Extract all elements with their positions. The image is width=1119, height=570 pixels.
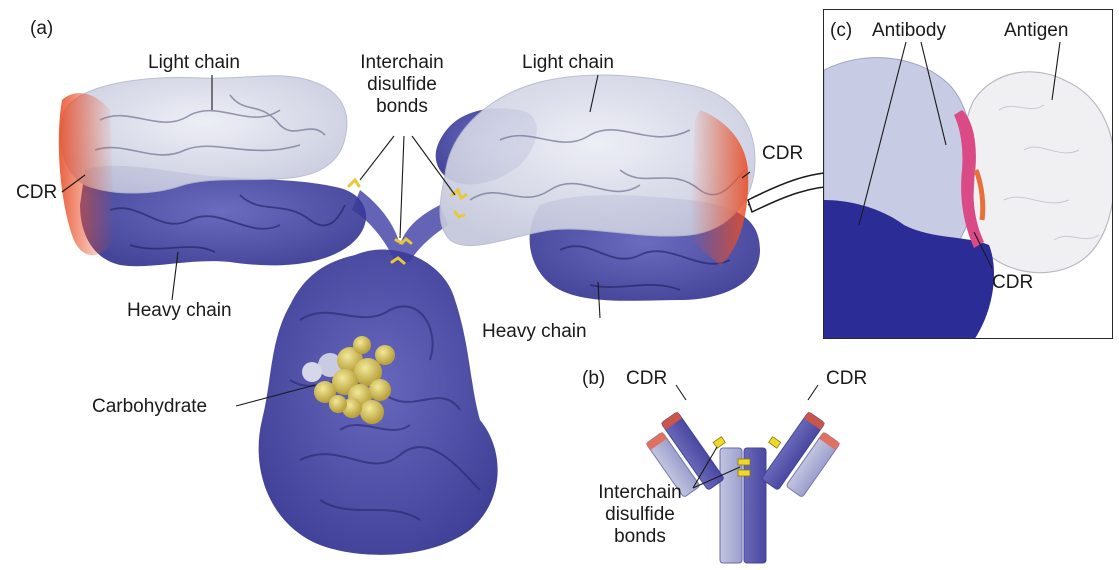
light-chain-left-label: Light chain xyxy=(148,52,240,73)
heavy-chain-right-label: Heavy chain xyxy=(482,321,587,342)
panel-b-schematic xyxy=(645,411,841,564)
antibody-label: Antibody xyxy=(872,20,946,41)
panel-c-tag: (c) xyxy=(830,20,853,41)
schematic-heavy-stem-right xyxy=(743,447,767,564)
cdr-interface xyxy=(954,110,984,248)
schematic-disulfide-right xyxy=(768,436,782,449)
panel-c-box: (c) Antibody Antigen CDR xyxy=(823,9,1113,339)
cdr-left-label: CDR xyxy=(16,182,58,203)
light-chain-right-label: Light chain xyxy=(522,52,614,73)
panel-a-structure xyxy=(58,74,760,555)
panel-c-cdr-label: CDR xyxy=(992,272,1034,293)
panel-c-leaders xyxy=(858,41,1061,269)
antigen-surface xyxy=(961,71,1112,274)
heavy-chain-left-label: Heavy chain xyxy=(127,300,232,321)
panel-c-surface xyxy=(824,10,1112,338)
panel-a-tag: (a) xyxy=(30,18,54,39)
schematic-heavy-stem-left xyxy=(719,447,743,564)
schematic-left-heavy-cdr xyxy=(661,411,683,430)
disulfide-label-a: Interchain disulfide bonds xyxy=(352,52,452,118)
carbohydrate-label: Carbohydrate xyxy=(92,396,208,417)
disulfide-b-line-3: bonds xyxy=(614,526,666,547)
disulfide-a-line-2: disulfide xyxy=(367,74,437,95)
left-cdr-region xyxy=(58,93,115,256)
schematic-right-heavy-cdr xyxy=(803,411,825,430)
disulfide-a-line-3: bonds xyxy=(376,96,428,117)
disulfide-bonds-a xyxy=(347,177,468,265)
disulfide-a-line-1: Interchain xyxy=(360,52,444,73)
antigen-texture xyxy=(998,104,1100,241)
schematic-disulfide-hinge-1 xyxy=(737,458,751,466)
schematic-left-light-cdr xyxy=(645,431,667,451)
disulfide-b-line-2: disulfide xyxy=(605,504,675,525)
cdr-right-label: CDR xyxy=(762,143,804,164)
antibody-heavy-surface xyxy=(824,200,994,338)
cdr-b-right-label: CDR xyxy=(826,368,868,389)
cdr-interface-orange xyxy=(973,169,986,221)
cdr-b-left-label: CDR xyxy=(626,368,668,389)
left-light-ribbons xyxy=(94,94,326,156)
left-heavy-ribbons xyxy=(109,194,346,253)
panel-b-leaders xyxy=(675,384,819,489)
antigen-label: Antigen xyxy=(1004,20,1069,41)
panel-b-tag: (b) xyxy=(582,368,606,389)
schematic-right-light-cdr xyxy=(819,431,841,451)
disulfide-b-line-1: Interchain xyxy=(598,482,682,503)
right-heavy-ribbons xyxy=(559,245,731,291)
hinge-region xyxy=(352,190,448,262)
right-cdr-region xyxy=(690,110,749,265)
right-light-chain xyxy=(439,74,756,247)
carbohydrate-cluster xyxy=(302,336,395,424)
disulfide-label-b: Interchain disulfide bonds xyxy=(580,482,700,548)
schematic-disulfide-hinge-2 xyxy=(737,469,751,477)
panel-a-leaders xyxy=(61,74,751,407)
schematic-disulfide-left xyxy=(712,436,726,449)
